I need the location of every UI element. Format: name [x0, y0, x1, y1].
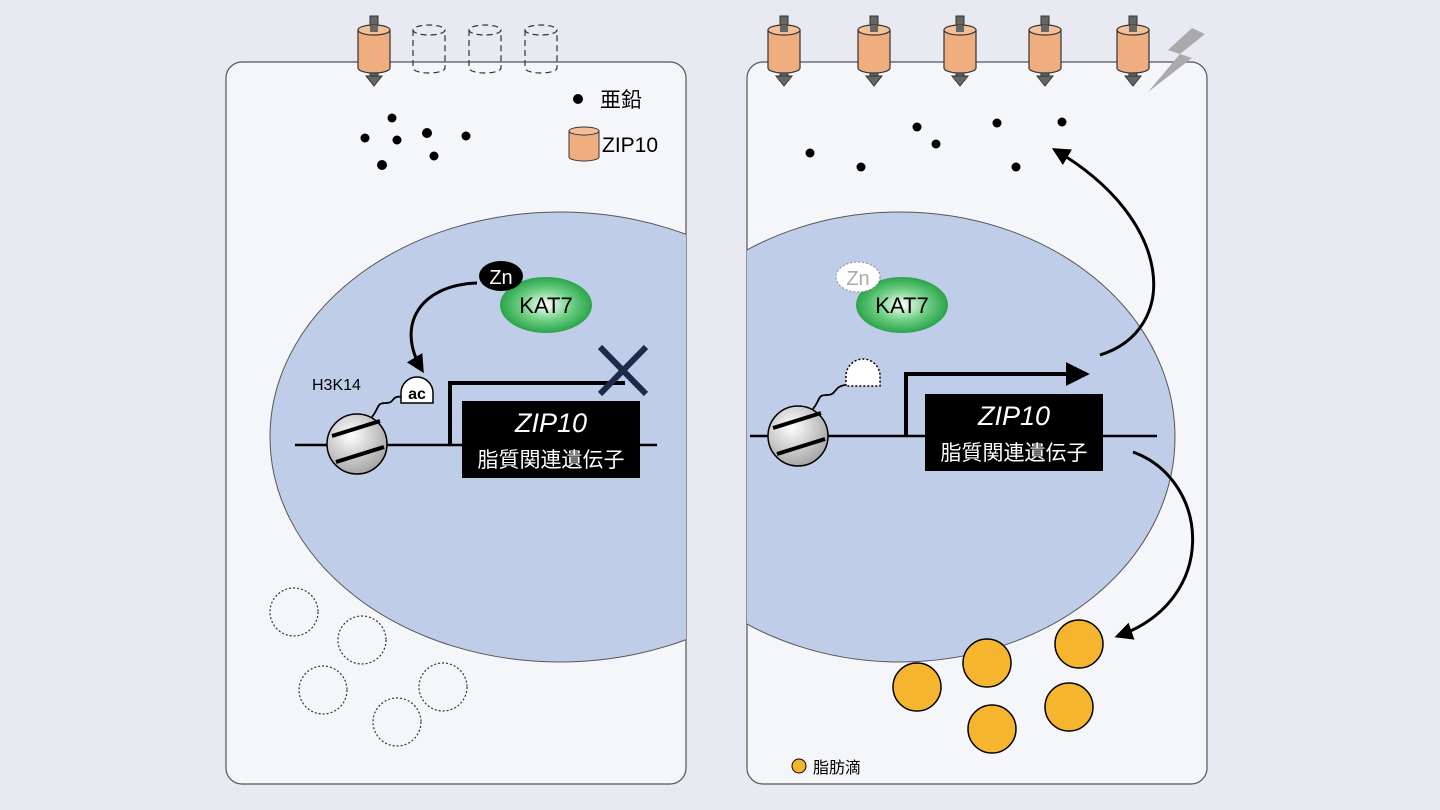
- left-panel-acetyl: ac: [408, 386, 426, 403]
- right-panel-kat7: KAT7: [875, 293, 928, 318]
- absent-acetyl-mark: [845, 358, 881, 387]
- legend-zip10: ZIP10: [602, 134, 658, 157]
- left-panel-kat7: KAT7: [519, 293, 572, 318]
- left-panel-zn: Zn: [489, 267, 512, 289]
- acetylation-arrow: [406, 281, 478, 374]
- left-cell: 亜鉛 ZIP10 KAT7 Zn H3K14 ac ZIP10 脂質関連遺伝子: [225, 15, 687, 785]
- kat7-enzyme: [856, 277, 948, 333]
- right-panel-gene-desc: 脂質関連遺伝子: [941, 442, 1088, 465]
- left-panel-histone-mark: H3K14: [312, 377, 361, 394]
- legend-lipid-droplet: 脂肪滴: [813, 759, 861, 777]
- zinc-uptake-arrow: [1051, 148, 1156, 357]
- right-panel-gene-name: ZIP10: [977, 401, 1050, 431]
- lightning-icon: [1148, 28, 1205, 92]
- gene-box: [925, 394, 1103, 471]
- blocked-x-icon: [597, 344, 649, 397]
- zinc-bound: [479, 261, 523, 291]
- zinc-dots: [805, 117, 1067, 172]
- kat7-enzyme: [500, 277, 592, 333]
- empty-lipid-droplets: [269, 587, 468, 747]
- left-panel-gene-desc: 脂質関連遺伝子: [478, 449, 625, 472]
- zinc-absent: [835, 261, 881, 293]
- legend-zinc: 亜鉛: [600, 89, 642, 112]
- gene-box: [462, 401, 640, 478]
- acetyl-mark: [400, 376, 434, 404]
- lipid-droplets: [892, 619, 1104, 754]
- transcription-arrow: [448, 381, 625, 445]
- right-cell: KAT7 Zn ZIP10 脂質関連遺伝子 脂肪滴: [746, 15, 1208, 785]
- lipid-synthesis-arrow: [1114, 450, 1195, 640]
- legend: 亜鉛 ZIP10: [568, 89, 658, 162]
- zinc-dots: [360, 113, 471, 170]
- left-panel-gene-name: ZIP10: [514, 408, 587, 438]
- right-panel-zn: Zn: [846, 268, 869, 290]
- transcription-arrow: [904, 362, 1090, 436]
